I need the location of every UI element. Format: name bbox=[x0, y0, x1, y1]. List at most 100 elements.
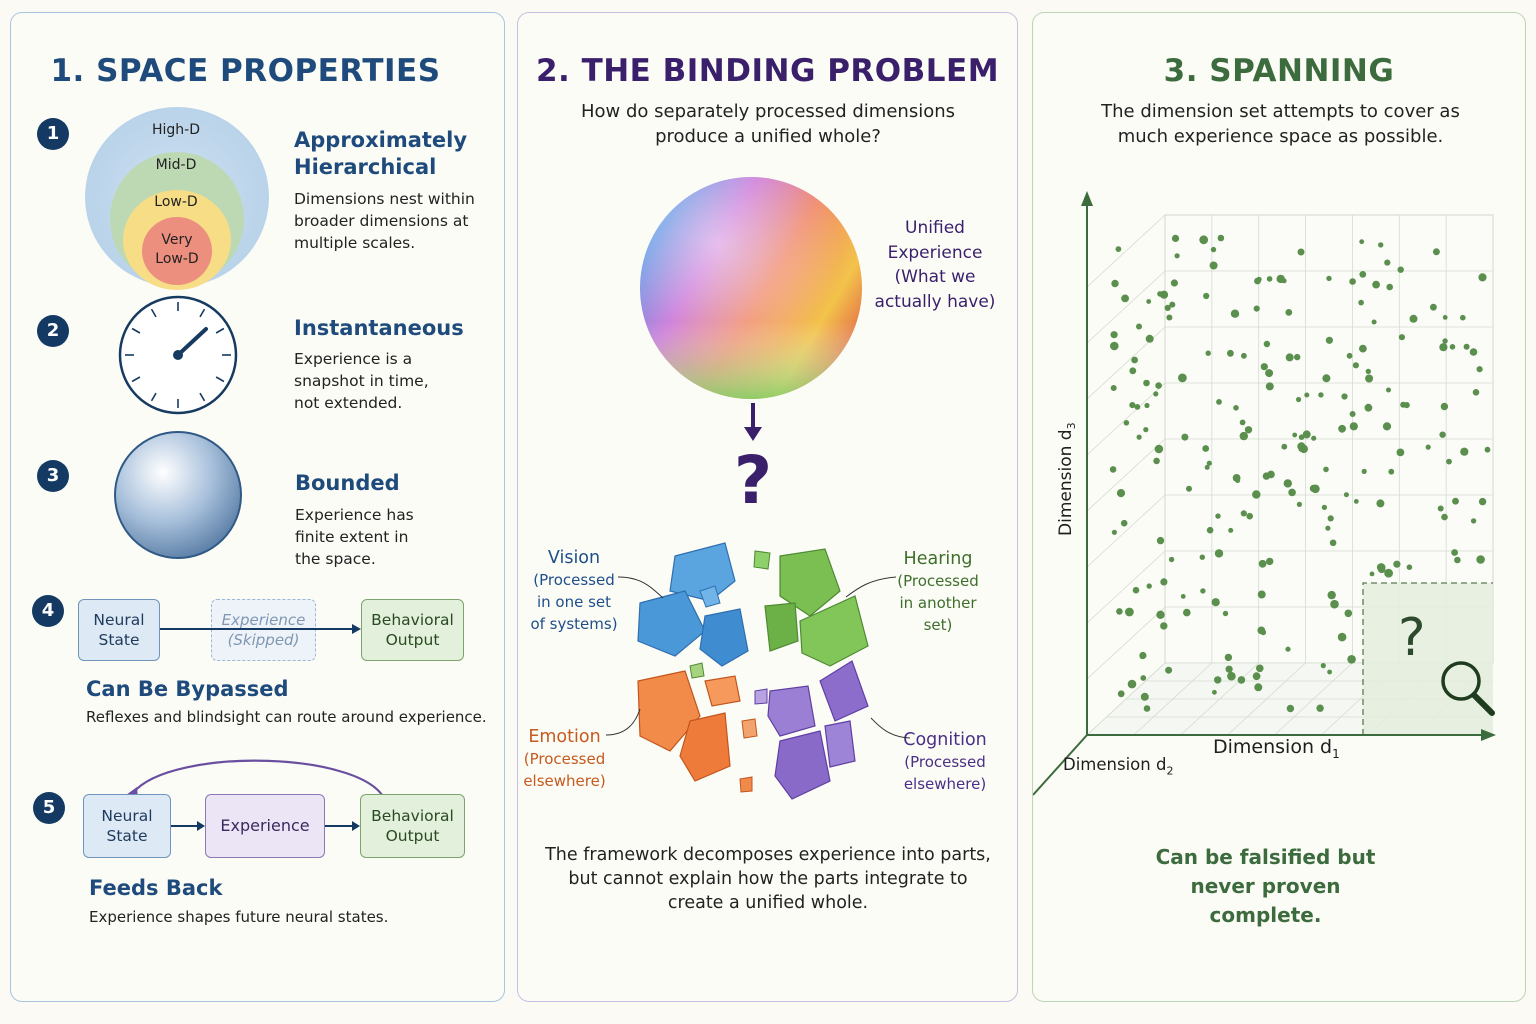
sample-dot bbox=[1325, 525, 1331, 531]
flow-arrow-1 bbox=[171, 821, 205, 831]
emotion-label: Emotion (Processed elsewhere) bbox=[522, 726, 607, 792]
sample-dot bbox=[1157, 291, 1163, 297]
sample-dot bbox=[1170, 279, 1178, 287]
sample-dot bbox=[1222, 610, 1229, 617]
sample-dot bbox=[1326, 275, 1332, 282]
sample-dot bbox=[1327, 669, 1332, 675]
sample-dot bbox=[1439, 343, 1448, 352]
sample-dot bbox=[1365, 374, 1374, 383]
sample-dot bbox=[1129, 367, 1137, 375]
sample-dot bbox=[1210, 246, 1217, 253]
axis-d1-label: Dimension d1 bbox=[1213, 736, 1340, 761]
panel-subtitle: How do separately processed dimensions p… bbox=[580, 101, 955, 147]
item-desc-bypassed: Reflexes and blindsight can route around… bbox=[86, 708, 487, 726]
sample-dot bbox=[1109, 466, 1117, 473]
vision-label: Vision (Processed in one set of systems) bbox=[528, 547, 620, 635]
item-title-instantaneous: Instantaneous bbox=[294, 316, 464, 340]
sample-dot bbox=[1322, 374, 1331, 383]
sample-dot bbox=[1294, 353, 1301, 361]
sample-dot bbox=[1111, 529, 1117, 535]
spanning-footer: Can be falsified but never proven comple… bbox=[1155, 845, 1376, 927]
sample-dot bbox=[1311, 484, 1320, 494]
sample-dot bbox=[1154, 444, 1164, 454]
sample-dot bbox=[1129, 402, 1136, 409]
step-number-1: 1 bbox=[37, 118, 69, 150]
sample-dot bbox=[1352, 362, 1359, 369]
panel-subtitle: The dimension set attempts to cover as m… bbox=[1101, 101, 1460, 147]
hearing-name: Hearing bbox=[903, 549, 973, 569]
sample-dot bbox=[1211, 598, 1220, 607]
level-very-low-d: Very Low-D bbox=[155, 232, 199, 267]
sample-dot bbox=[1372, 280, 1380, 289]
unified-experience-label: Unified Experience (What we actually hav… bbox=[874, 218, 996, 312]
fragments-cluster bbox=[637, 542, 869, 800]
sample-dot bbox=[1276, 274, 1285, 284]
sample-dot bbox=[1160, 578, 1168, 586]
sample-dot bbox=[1153, 457, 1160, 465]
sample-dot bbox=[1146, 583, 1152, 589]
sample-dot bbox=[1376, 499, 1385, 508]
space-properties-panel: 1. SPACE PROPERTIES 1 High-D Mid-D Low-D… bbox=[10, 12, 505, 1002]
sample-dot bbox=[1285, 309, 1293, 316]
sample-dot bbox=[1329, 539, 1337, 547]
sample-dot bbox=[1285, 646, 1291, 652]
sample-dot bbox=[1253, 305, 1260, 312]
sample-dot bbox=[1283, 479, 1292, 488]
sample-dot bbox=[1155, 382, 1162, 389]
sample-dot bbox=[1199, 235, 1209, 245]
behavioral-output-box-2: Behavioral Output bbox=[360, 794, 465, 858]
axis-d3-label: Dimension d3 bbox=[1056, 409, 1078, 549]
clock-icon bbox=[118, 295, 238, 415]
sample-dot bbox=[1115, 246, 1122, 252]
sample-dot bbox=[1183, 608, 1191, 617]
sample-dot bbox=[1140, 692, 1149, 701]
sample-dot bbox=[1116, 608, 1123, 615]
step-number-2: 2 bbox=[37, 315, 69, 347]
sample-dot bbox=[1241, 352, 1247, 359]
level-high-d: High-D bbox=[151, 122, 200, 138]
sample-dot bbox=[1441, 513, 1448, 521]
sample-dot bbox=[1397, 266, 1404, 273]
sample-dot bbox=[1286, 704, 1295, 713]
sample-dot bbox=[1230, 309, 1240, 318]
nested-hierarchy-icon bbox=[85, 107, 269, 290]
sample-dot bbox=[1296, 396, 1302, 403]
sample-dot bbox=[1359, 271, 1367, 278]
sample-dot bbox=[1472, 389, 1480, 396]
sample-dot bbox=[1327, 590, 1336, 600]
sample-dot bbox=[1215, 513, 1221, 519]
sample-dot bbox=[1452, 497, 1459, 505]
vision-name: Vision bbox=[547, 548, 601, 568]
sample-dot bbox=[1174, 253, 1180, 259]
sample-dot bbox=[1204, 464, 1210, 470]
sample-dot bbox=[1446, 458, 1452, 465]
sphere-icon bbox=[114, 431, 242, 559]
sample-dot bbox=[1460, 314, 1466, 321]
sample-dot bbox=[1470, 518, 1477, 524]
level-low-d: Low-D bbox=[154, 194, 198, 210]
sample-dot bbox=[1125, 607, 1134, 617]
sample-dot bbox=[1164, 304, 1171, 311]
sample-dot bbox=[1143, 427, 1149, 433]
sample-dot bbox=[1302, 430, 1311, 439]
sample-dot bbox=[1239, 419, 1246, 426]
sample-dot bbox=[1165, 666, 1173, 674]
sample-dot bbox=[1263, 340, 1271, 348]
sample-dot bbox=[1246, 512, 1253, 520]
behavioral-output-box: Behavioral Output bbox=[361, 599, 464, 661]
sample-dot bbox=[1225, 665, 1233, 673]
sample-dot bbox=[1382, 422, 1392, 431]
sample-dot bbox=[1460, 447, 1469, 456]
sample-dot bbox=[1132, 586, 1140, 594]
sample-dot bbox=[1127, 679, 1137, 689]
neural-state-box: Neural State bbox=[78, 599, 160, 661]
sample-dot bbox=[1205, 350, 1211, 356]
label-leader-lines bbox=[605, 576, 911, 739]
sample-dot bbox=[1298, 445, 1306, 452]
sample-dot bbox=[1349, 411, 1356, 417]
sample-dot bbox=[1146, 299, 1152, 304]
sample-dot bbox=[1296, 501, 1302, 507]
sample-dot bbox=[1121, 294, 1129, 303]
hearing-sub: (Processed in another set) bbox=[897, 572, 979, 634]
sample-dot bbox=[1140, 675, 1147, 681]
